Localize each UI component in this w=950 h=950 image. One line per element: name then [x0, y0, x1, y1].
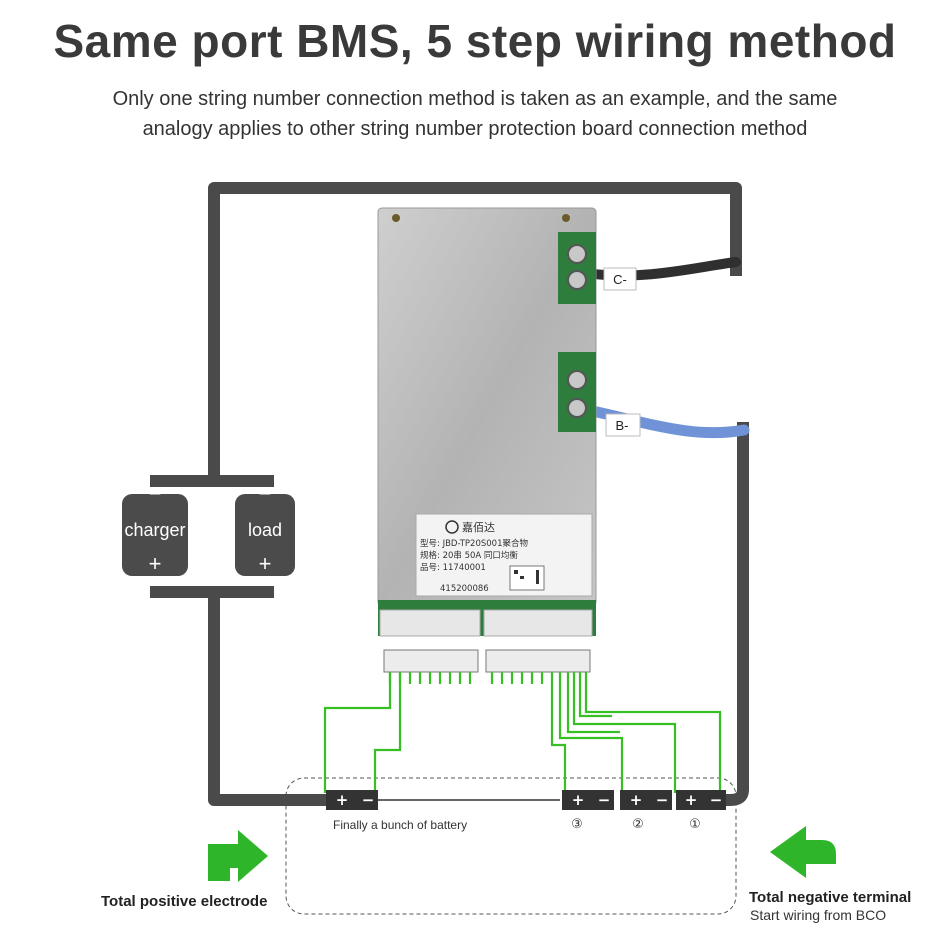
load-label: load — [248, 520, 282, 540]
brand-logo-icon — [445, 520, 459, 534]
cell-number-1: ① — [689, 817, 701, 832]
board-model: 型号: JBD-TP20S001聚合物 — [420, 538, 528, 549]
battery-cell-3: + − — [562, 790, 614, 810]
charger-pos-sign: + — [149, 551, 162, 576]
cell-plus: + — [572, 791, 585, 809]
balance-wire-1b — [584, 672, 722, 793]
cell-plus: + — [630, 791, 643, 809]
subtitle-line-2: analogy applies to other string number p… — [142, 118, 808, 140]
battery-cell-2: + − — [620, 790, 672, 810]
balance-connectors — [383, 649, 591, 673]
last-battery-label: Finally a bunch of battery — [333, 818, 468, 832]
cell-number-3: ③ — [571, 817, 583, 832]
arrow-up-right-icon — [208, 830, 268, 882]
total-negative-label: Total negative terminal — [749, 889, 912, 906]
wire-top — [208, 182, 742, 476]
load-device: − load + — [235, 481, 295, 576]
balance-wire-1a — [578, 672, 612, 718]
battery-pack-outline — [285, 777, 737, 915]
cable-c-minus — [573, 257, 741, 281]
wire-positive — [208, 586, 332, 806]
balance-wire-2a — [566, 672, 620, 734]
balance-wire-2b — [572, 672, 677, 793]
bms-board: 嘉佰达 型号: JBD-TP20S001聚合物 规格: 20串 50A 同口均衡… — [377, 207, 597, 637]
load-neg-sign: − — [259, 481, 272, 506]
cell-number-2: ② — [632, 817, 644, 832]
load-pos-sign: + — [259, 551, 272, 576]
subtitle-line-1: Only one string number connection method… — [112, 88, 838, 110]
cable-b-minus-tag — [605, 413, 641, 437]
cell-plus: + — [336, 791, 349, 809]
charger-neg-sign: − — [149, 481, 162, 506]
battery-cell-last: + − — [326, 790, 378, 810]
cell-minus: − — [710, 791, 723, 809]
balance-wire-last-a — [323, 672, 392, 793]
wire-negative — [723, 422, 749, 807]
qr-code-icon — [509, 565, 545, 591]
balance-wire-3a — [550, 672, 567, 793]
cable-b-minus — [572, 402, 750, 439]
subtitle: Only one string number connection method… — [60, 84, 890, 144]
arrow-up-left-icon — [770, 826, 836, 891]
cell-plus: + — [685, 791, 698, 809]
start-wiring-label: Start wiring from BCO — [750, 907, 887, 923]
page-title: Same port BMS, 5 step wiring method — [53, 15, 897, 67]
balance-wires — [323, 672, 722, 793]
cell-minus: − — [656, 791, 669, 809]
balance-wire-last-b — [373, 672, 402, 793]
main-wire-loop — [150, 182, 749, 807]
charger-device: − charger + — [122, 481, 188, 576]
board-brand: 嘉佰达 — [462, 520, 495, 534]
battery-cell-1: + − — [676, 790, 726, 810]
cable-b-minus-label: B- — [616, 418, 629, 433]
cell-minus: − — [598, 791, 611, 809]
cable-c-minus-label: C- — [613, 272, 627, 287]
board-item: 品号: 11740001 — [420, 563, 486, 573]
charger-label: charger — [124, 520, 185, 540]
cell-minus: − — [362, 791, 375, 809]
board-spec: 规格: 20串 50A 同口均衡 — [420, 550, 518, 561]
balance-wire-3b — [558, 672, 624, 793]
cable-c-minus-tag — [603, 267, 637, 291]
board-serial: 415200086 — [440, 584, 489, 594]
total-positive-label: Total positive electrode — [101, 893, 268, 910]
